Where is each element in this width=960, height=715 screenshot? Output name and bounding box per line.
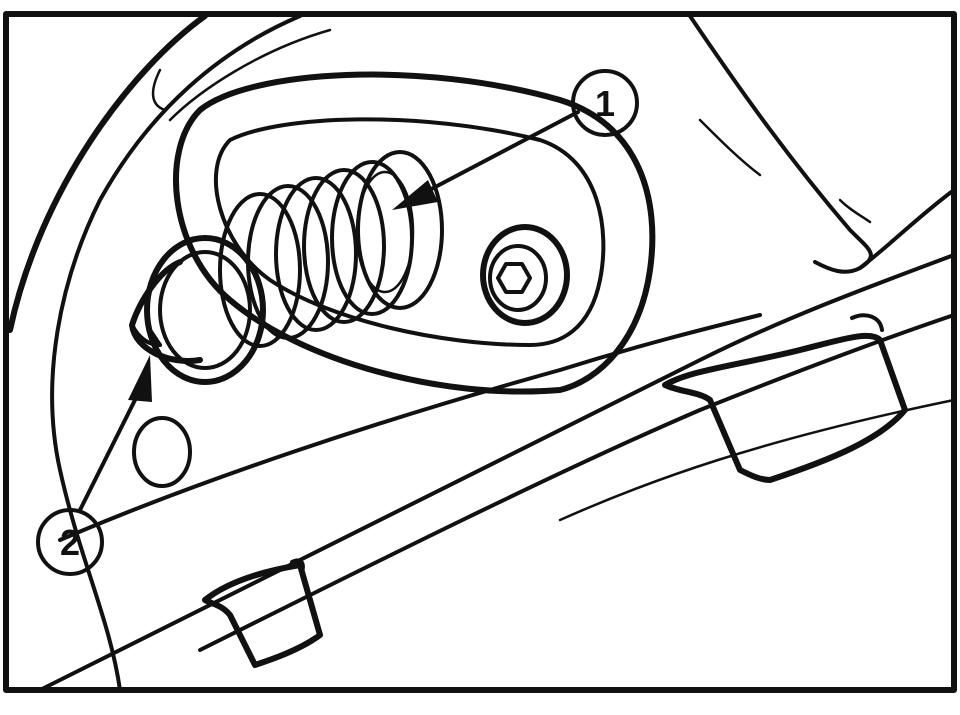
panel-diagonal-rails bbox=[38, 253, 956, 692]
panel-left-edge bbox=[7, 13, 332, 692]
retaining-tab-right bbox=[662, 313, 908, 483]
callout-1: 1 bbox=[571, 69, 639, 137]
retaining-tab-left bbox=[202, 558, 323, 668]
callout-2-label: 2 bbox=[60, 522, 80, 563]
plunger-pin bbox=[129, 235, 266, 385]
leader-arrow-1 bbox=[392, 110, 580, 210]
mounting-hole bbox=[132, 416, 192, 488]
mounting-plate bbox=[173, 71, 656, 395]
leader-arrow-2 bbox=[78, 355, 152, 512]
panel-upper-surfaces bbox=[688, 14, 956, 274]
coil-spring bbox=[218, 150, 444, 348]
bolt bbox=[480, 224, 570, 326]
illustration-frame bbox=[3, 11, 957, 693]
callout-2: 2 bbox=[36, 508, 104, 576]
callout-1-label: 1 bbox=[595, 83, 615, 124]
